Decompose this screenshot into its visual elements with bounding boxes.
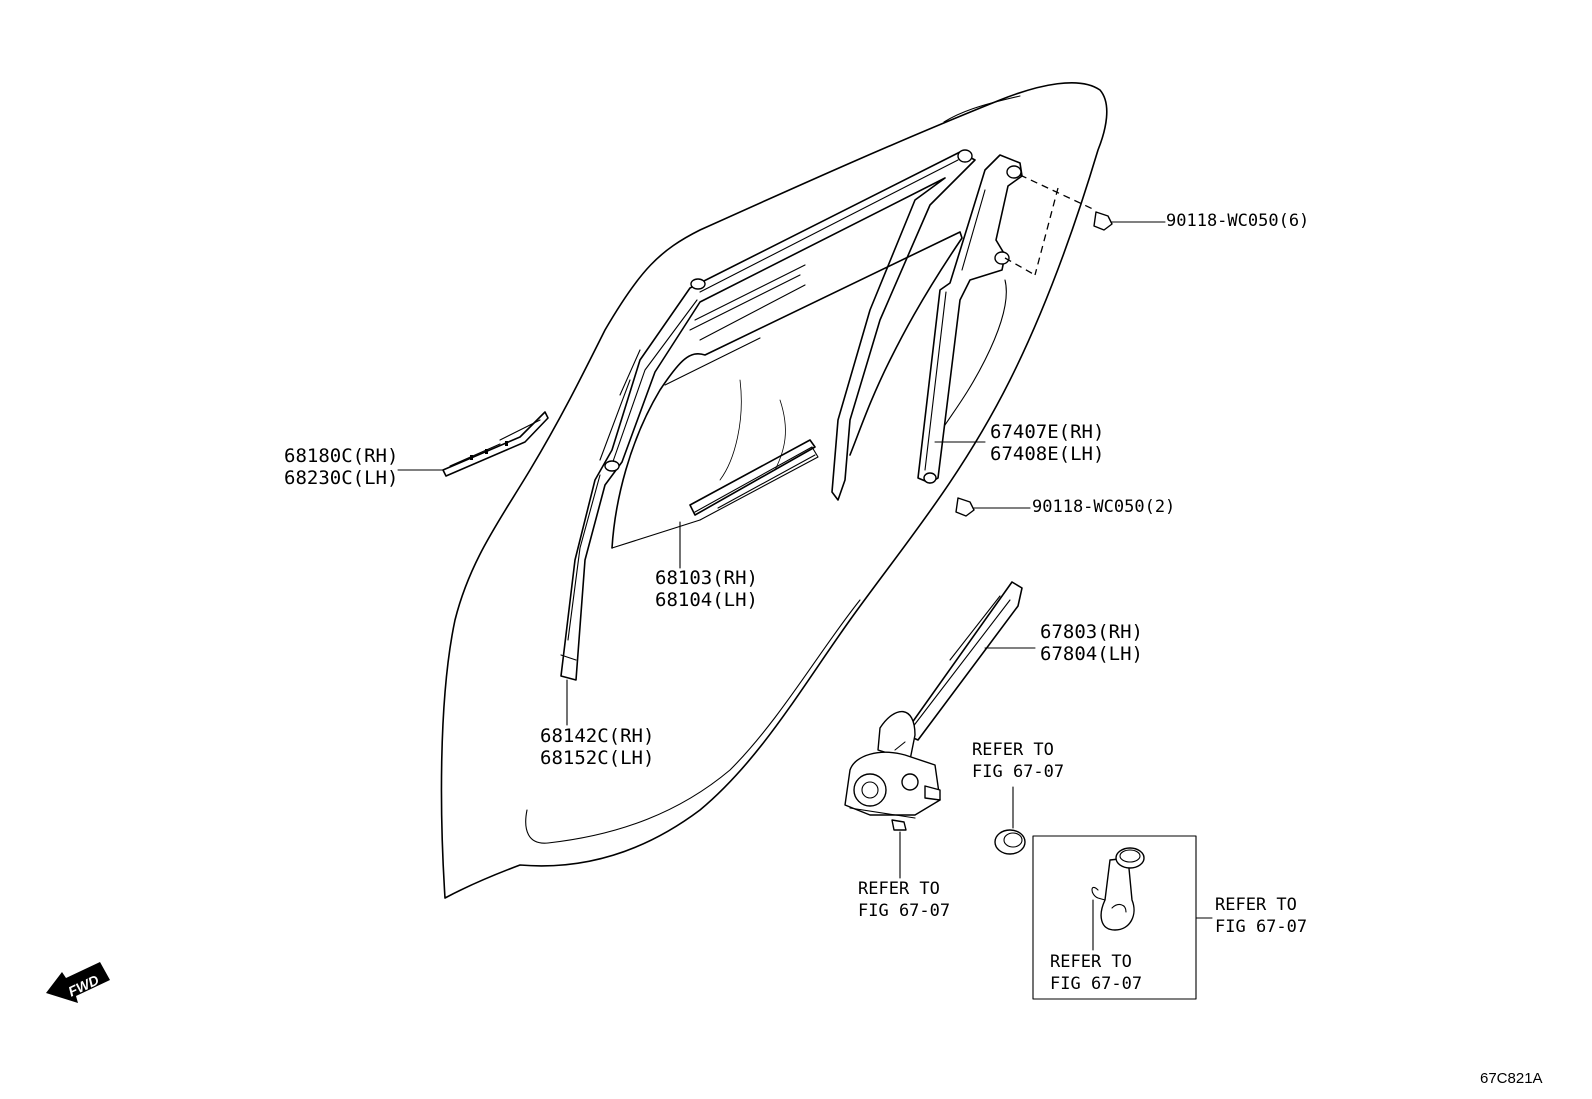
label-68180C: 68180C(RH) 68230C(LH) [284,445,398,489]
svg-text:67408E(LH): 67408E(LH) [990,443,1104,465]
label-68103: 68103(RH) 68104(LH) [655,567,758,611]
handle-box [1032,835,1213,1000]
svg-text:68142C(RH): 68142C(RH) [540,725,654,747]
svg-text:68230C(LH): 68230C(LH) [284,467,398,489]
fwd-arrow-icon: FWD [46,962,110,1003]
door-panel [440,81,1108,899]
svg-text:68103(RH): 68103(RH) [655,567,758,589]
bolt-upper-icon [1093,211,1166,231]
ref-bolt: REFER TO FIG 67-07 [858,879,950,921]
bolt-lower-icon [955,497,1031,517]
svg-text:67804(LH): 67804(LH) [1040,643,1143,665]
door-glass [611,231,963,549]
svg-text:FIG 67-07: FIG 67-07 [858,901,950,921]
svg-text:REFER TO: REFER TO [972,740,1054,760]
svg-text:FIG 67-07: FIG 67-07 [1215,917,1307,937]
label-bolt-upper: 90118-WC050(6) [1166,211,1309,231]
seal-ring-icon [994,786,1026,855]
ref-seal: REFER TO FIG 67-07 [972,740,1064,782]
svg-text:FIG 67-07: FIG 67-07 [1050,974,1142,994]
label-67803: 67803(RH) 67804(LH) [1040,621,1143,665]
label-68142C: 68142C(RH) 68152C(LH) [540,725,654,769]
svg-text:68152C(LH): 68152C(LH) [540,747,654,769]
svg-text:68104(LH): 68104(LH) [655,589,758,611]
belt-moulding [689,439,819,521]
svg-text:67803(RH): 67803(RH) [1040,621,1143,643]
svg-text:67407E(RH): 67407E(RH) [990,421,1104,443]
rear-channel [917,154,1096,484]
svg-text:REFER TO: REFER TO [1050,952,1132,972]
leader-lines [397,441,1036,726]
svg-text:REFER TO: REFER TO [858,879,940,899]
window-regulator [844,581,1023,879]
glass-run-frame [560,149,976,681]
front-run-strip [442,411,549,477]
window-handle-icon [1100,847,1145,931]
svg-text:REFER TO: REFER TO [1215,895,1297,915]
svg-text:68180C(RH): 68180C(RH) [284,445,398,467]
svg-text:FIG 67-07: FIG 67-07 [972,762,1064,782]
ref-clip: REFER TO FIG 67-07 [1050,952,1142,994]
handle-clip-icon [1091,886,1106,951]
label-67407E: 67407E(RH) 67408E(LH) [990,421,1104,465]
figure-code: 67C821A [1480,1070,1543,1087]
ref-handle: REFER TO FIG 67-07 [1215,895,1307,937]
label-bolt-lower: 90118-WC050(2) [1032,497,1175,517]
